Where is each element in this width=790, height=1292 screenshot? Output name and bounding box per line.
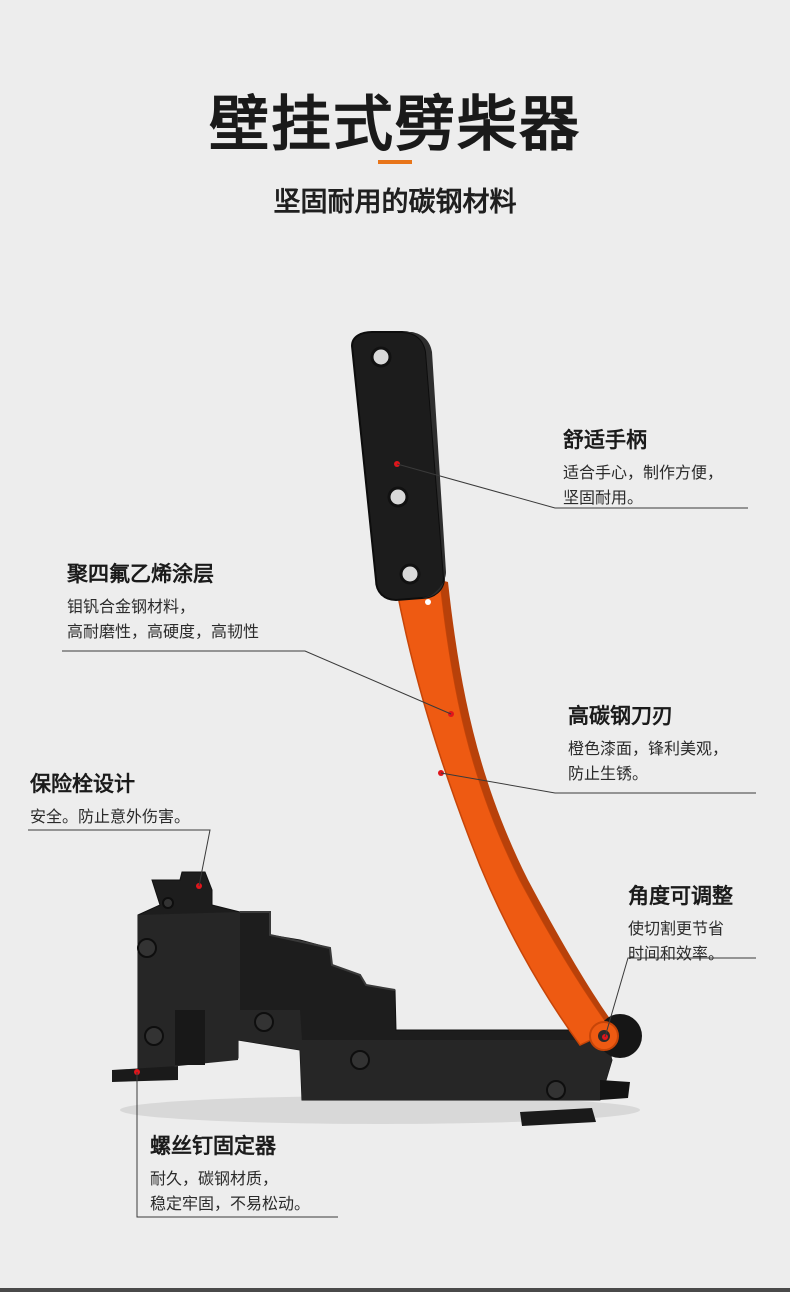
callout-handle-line1: 适合手心，制作方便， bbox=[563, 463, 724, 482]
callout-coating-line1: 钼钒合金钢材料， bbox=[67, 597, 196, 616]
callout-blade-line2: 防止生锈。 bbox=[568, 764, 649, 783]
callout-screw: 螺丝钉固定器 耐久，碳钢材质， 稳定牢固，不易松动。 bbox=[150, 1130, 310, 1216]
handle-pin-hole bbox=[425, 599, 431, 605]
rear-mount-plate bbox=[600, 1080, 630, 1100]
callout-leader-lines bbox=[28, 463, 756, 1218]
callout-screw-title: 螺丝钉固定器 bbox=[150, 1134, 276, 1158]
callout-blade-line1: 橙色漆面，锋利美观， bbox=[568, 739, 729, 758]
callout-coating-title: 聚四氟乙烯涂层 bbox=[67, 562, 214, 586]
callout-pin: 保险栓设计 安全。防止意外伤害。 bbox=[30, 768, 190, 829]
callout-pin-line1: 安全。防止意外伤害。 bbox=[30, 807, 191, 826]
callout-angle: 角度可调整 使切割更节省 时间和效率。 bbox=[628, 880, 733, 966]
page-subtitle: 坚固耐用的碳钢材料 bbox=[273, 187, 517, 218]
callout-handle-title: 舒适手柄 bbox=[563, 428, 647, 452]
callout-blade: 高碳钢刀刃 橙色漆面，锋利美观， 防止生锈。 bbox=[568, 700, 728, 786]
bracket-edge-highlight bbox=[240, 911, 396, 991]
callout-coating-line2: 高耐磨性，高硬度，高韧性 bbox=[67, 622, 260, 641]
callout-screw-line1: 耐久，碳钢材质， bbox=[150, 1169, 279, 1188]
bracket-bolts bbox=[137, 897, 566, 1100]
callout-angle-title: 角度可调整 bbox=[628, 884, 733, 908]
callout-angle-line1: 使切割更节省 bbox=[628, 919, 725, 938]
right-mount-plate bbox=[520, 1108, 596, 1126]
callout-screw-line2: 稳定牢固，不易松动。 bbox=[150, 1194, 311, 1213]
callout-angle-line2: 时间和效率。 bbox=[628, 944, 725, 963]
callout-handle-line2: 坚固耐用。 bbox=[563, 488, 644, 507]
callout-blade-title: 高碳钢刀刃 bbox=[568, 704, 673, 728]
title-accent-bar bbox=[378, 160, 412, 164]
handle-side bbox=[402, 332, 446, 598]
handle-bolts bbox=[370, 346, 421, 585]
callout-coating: 聚四氟乙烯涂层 钼钒合金钢材料， 高耐磨性，高硬度，高韧性 bbox=[67, 558, 259, 644]
callout-pin-title: 保险栓设计 bbox=[30, 772, 135, 796]
bottom-strip bbox=[0, 1288, 790, 1292]
page-title: 壁挂式劈柴器 bbox=[209, 90, 581, 160]
mount-leg-left bbox=[175, 1010, 205, 1065]
left-mount-plate bbox=[112, 1066, 178, 1082]
callout-handle: 舒适手柄 适合手心，制作方便， 坚固耐用。 bbox=[563, 424, 723, 510]
base-shadow bbox=[120, 1096, 640, 1124]
bracket-front-face bbox=[138, 912, 612, 1100]
